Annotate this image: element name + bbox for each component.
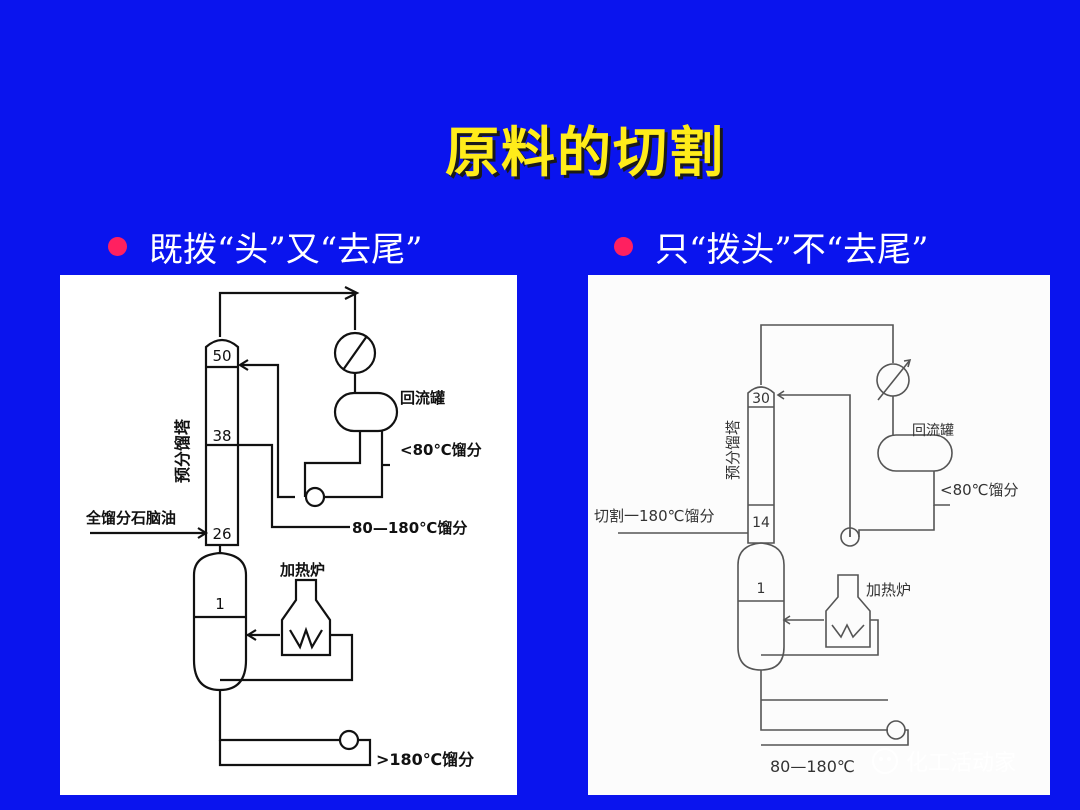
tray-feed-label: 14	[752, 515, 770, 531]
diagram-right-panel: 30 14 1 预分馏塔 回流罐 <80℃馏分 切割一180℃馏分 加热炉 80…	[588, 275, 1050, 795]
feed-label: 切割一180℃馏分	[594, 507, 714, 525]
column-label: 预分馏塔	[724, 420, 742, 480]
tray-mid-label: 38	[212, 427, 231, 445]
tray-top-label: 30	[752, 391, 770, 407]
bullet-right: 只“拨头”不“去尾”	[614, 222, 929, 271]
tray-bottom-label: 1	[757, 581, 766, 597]
bullet-dot-icon	[614, 237, 633, 256]
tray-feed-label: 26	[212, 525, 231, 543]
column-lower	[192, 551, 248, 692]
heater-label: 加热炉	[279, 561, 325, 579]
wechat-icon	[872, 748, 898, 774]
reflux-drum	[877, 434, 953, 472]
bottoms-pump	[338, 729, 360, 751]
bullet-dot-icon	[108, 237, 127, 256]
heater	[825, 574, 871, 648]
watermark-text: 化工活动家	[906, 751, 1017, 776]
bottoms-pump	[886, 720, 906, 740]
column-label: 预分馏塔	[173, 418, 192, 483]
reflux-drum-label: 回流罐	[912, 423, 954, 439]
reflux-drum-label: 回流罐	[400, 389, 445, 407]
bullet-left: 既拨“头”又“去尾”	[108, 222, 423, 271]
reflux-drum	[333, 391, 399, 433]
tray-bottom-label: 1	[215, 595, 225, 613]
diagram-left-panel: 50 38 26 1 预分馏塔 回流罐 <80℃馏分 80—180℃馏分 全馏分…	[60, 275, 517, 795]
slide-title: 原料的切割	[445, 120, 725, 184]
overhead-product-label: <80℃馏分	[940, 481, 1019, 499]
column-upper	[747, 386, 775, 544]
diagram-right: 30 14 1 预分馏塔 回流罐 <80℃馏分 切割一180℃馏分 加热炉 80…	[594, 324, 1019, 776]
heater-label: 加热炉	[866, 581, 911, 599]
reflux-pump	[304, 486, 326, 508]
side-product-label: 80—180℃馏分	[352, 519, 467, 537]
feed-label: 全馏分石脑油	[85, 509, 176, 527]
diagram-left: 50 38 26 1 预分馏塔 回流罐 <80℃馏分 80—180℃馏分 全馏分…	[85, 286, 482, 769]
bullet-right-text: 只“拨头”不“去尾”	[655, 230, 929, 270]
tray-top-label: 50	[212, 347, 231, 365]
bottom-product-label: >180℃馏分	[376, 750, 474, 769]
heater	[280, 578, 332, 657]
bullet-left-text: 既拨“头”又“去尾”	[149, 230, 423, 270]
overhead-product-label: <80℃馏分	[400, 441, 482, 459]
column-upper	[204, 338, 240, 547]
watermark: 化工活动家	[872, 745, 1016, 777]
bottom-product-label: 80—180℃	[770, 757, 855, 776]
column-lower	[737, 542, 785, 671]
